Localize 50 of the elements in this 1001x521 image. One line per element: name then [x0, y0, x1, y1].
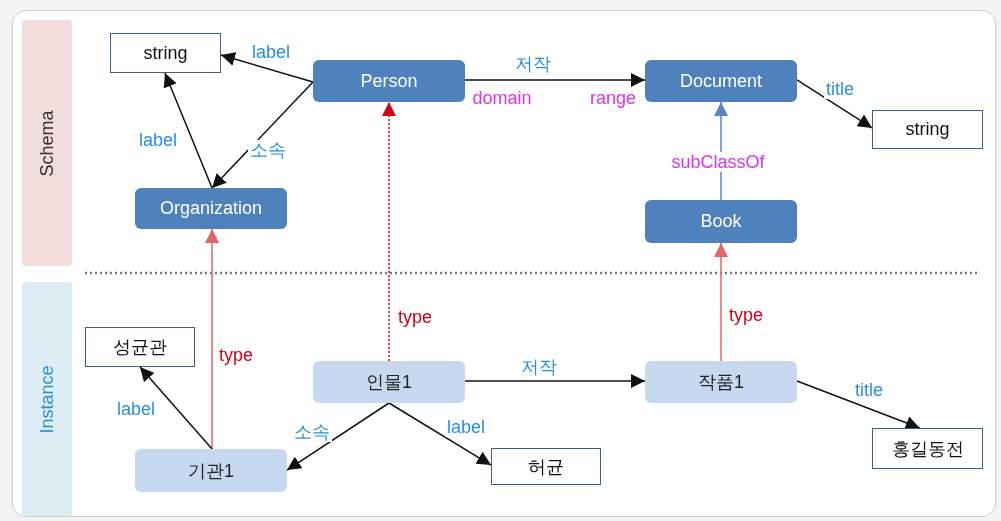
edge-label: subClassOf — [669, 152, 767, 172]
node-label: Person — [360, 70, 418, 92]
arrow — [388, 402, 492, 466]
node-label: 홍길동전 — [891, 437, 964, 461]
instance-box — [645, 361, 797, 403]
instance-box — [313, 361, 465, 403]
arrow — [211, 81, 314, 189]
edge-label: 소속 — [248, 140, 288, 160]
instance-box — [135, 449, 287, 492]
arrow — [220, 52, 314, 83]
class-box — [645, 200, 797, 243]
literal-box — [110, 33, 221, 73]
role-label: range — [589, 88, 637, 108]
arrow — [796, 380, 921, 430]
node-label: 성균관 — [113, 336, 167, 359]
edge-label: 저작 — [513, 54, 553, 74]
node-label: string — [905, 119, 950, 140]
node-label: string — [143, 42, 188, 64]
edge-label: label — [445, 417, 487, 437]
role-label: domain — [471, 88, 533, 108]
class-box — [313, 60, 465, 102]
arrow — [796, 79, 873, 129]
node-label: 허균 — [528, 455, 564, 479]
arrow — [163, 72, 213, 189]
section-band — [22, 282, 72, 516]
node-label: 작품1 — [698, 371, 744, 394]
arrow — [286, 402, 390, 471]
arrow — [382, 101, 396, 362]
class-box — [645, 60, 797, 102]
edge-label: 저작 — [519, 357, 559, 377]
arrow — [464, 374, 646, 388]
node-label: Book — [700, 211, 742, 232]
arrow — [139, 366, 213, 450]
literal-box — [872, 428, 983, 469]
node-label: 기관1 — [188, 459, 234, 483]
arrow — [464, 73, 646, 87]
edge-label: 소속 — [292, 422, 332, 442]
section-label: Instance — [36, 365, 58, 433]
section-band — [22, 20, 72, 266]
literal-box — [85, 327, 195, 367]
edge-label: title — [824, 79, 856, 99]
node-label: 인물1 — [366, 371, 412, 394]
node-label: Document — [679, 70, 762, 92]
literal-box — [872, 110, 983, 149]
arrow — [205, 228, 220, 450]
arrow — [714, 242, 728, 362]
literal-box — [491, 448, 601, 485]
section-label: Schema — [36, 110, 58, 176]
node-label: Organization — [159, 198, 263, 219]
class-box — [135, 188, 287, 229]
